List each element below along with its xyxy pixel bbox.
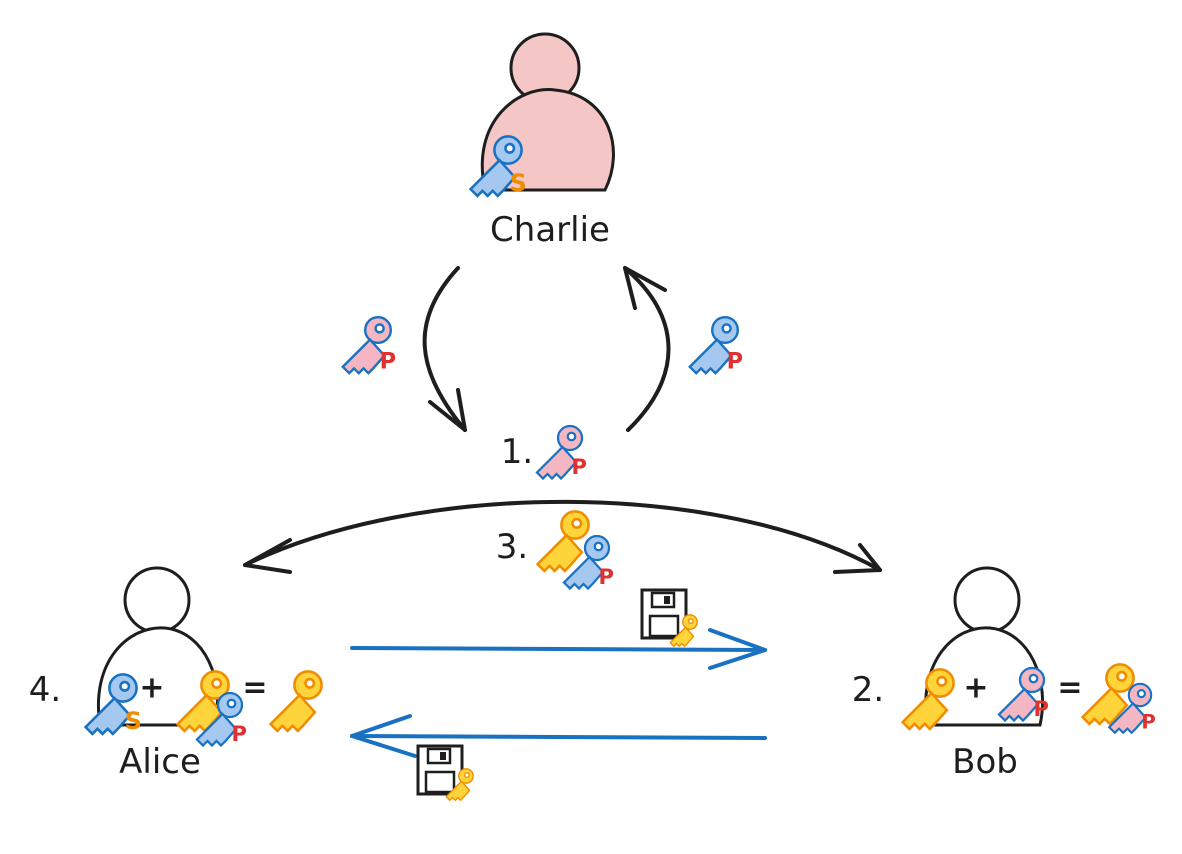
charlie-body (480, 88, 615, 192)
public-key-mark: P (572, 455, 587, 479)
alice-name: Alice (119, 742, 201, 782)
public-key-pink-icon: P (1108, 682, 1156, 734)
step-1-label: 1. (500, 432, 534, 472)
arrow-charlie-to-center (422, 266, 467, 432)
floppy-disk-icon (640, 588, 688, 640)
step-2-label: 2. (851, 670, 885, 710)
floppy-disk-icon (416, 744, 464, 796)
alice-head (123, 566, 191, 634)
public-key-mark: P (1141, 711, 1155, 734)
charlie-person (480, 32, 615, 192)
shared-key-gold-icon (269, 670, 323, 733)
bob-equals-operator: = (1057, 670, 1083, 706)
charlie-name: Charlie (490, 210, 610, 250)
bob-head (953, 566, 1021, 634)
step-3-label: 3. (495, 527, 529, 567)
public-key-pink-icon: P (535, 424, 587, 480)
bob-name: Bob (952, 742, 1018, 782)
public-key-mark: P (599, 565, 614, 589)
alice-equals-operator: = (242, 670, 268, 706)
arrow-center-to-charlie (623, 266, 671, 432)
alice-plus-operator: + (139, 670, 165, 706)
public-key-mark: P (380, 348, 396, 374)
keys-layer: S P P P P S P P P (84, 135, 1156, 801)
private-key-blue-icon: S (84, 673, 142, 736)
private-key-mark: S (125, 707, 142, 735)
public-key-blue-icon: P (562, 534, 614, 590)
bob-person (924, 566, 1045, 727)
shared-key-gold-icon (536, 510, 590, 573)
arrow-bob-to-alice-blue (350, 714, 767, 758)
public-key-pink-icon: P (341, 316, 396, 375)
step-4-label: 4. (28, 670, 62, 710)
bob-plus-operator: + (963, 670, 989, 706)
public-key-mark: P (727, 348, 743, 374)
public-key-pink-icon: P (997, 666, 1049, 722)
arrow-alice-bob-exchange (243, 499, 882, 574)
arrow-alice-to-bob-blue (350, 628, 767, 670)
charlie-private-key-icon: S (469, 135, 527, 198)
public-key-mark: P (232, 722, 247, 746)
public-key-blue-icon: P (195, 691, 247, 747)
public-key-blue-icon: P (688, 316, 743, 375)
private-key-mark: S (510, 169, 527, 197)
public-key-mark: P (1034, 697, 1049, 721)
